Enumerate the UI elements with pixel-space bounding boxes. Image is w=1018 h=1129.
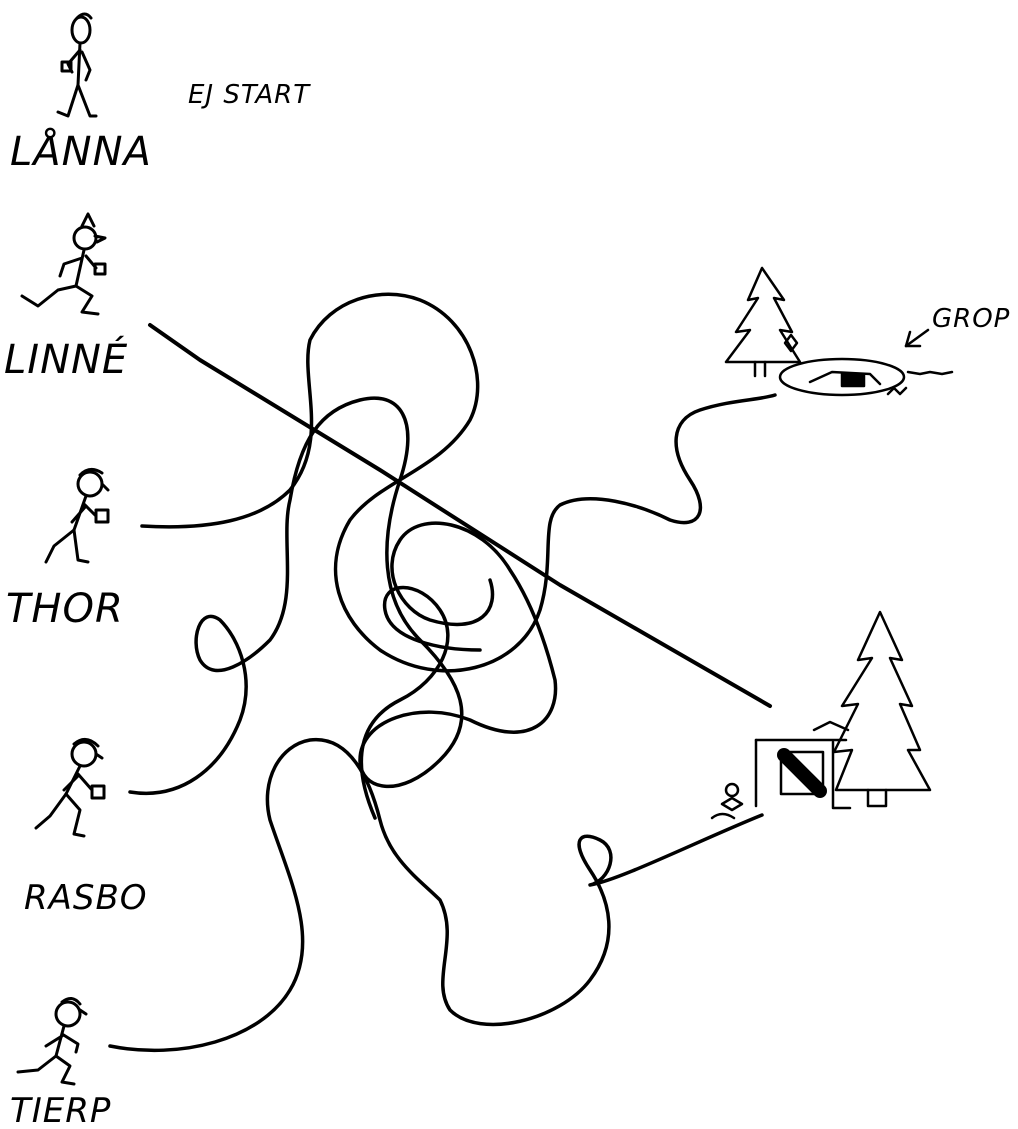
label-thor: THOR: [6, 586, 124, 632]
label-grop: GROP: [932, 304, 1010, 334]
cabin-icon: [756, 722, 850, 808]
small-figure-icon: [712, 784, 742, 818]
label-lanna: LÅNNA: [10, 127, 152, 175]
runner-rasbo-figure-icon: [36, 739, 104, 836]
runner-thor-figure-icon: [46, 469, 108, 562]
path-rasbo: [130, 398, 556, 793]
runner-tierp-figure-icon: [18, 998, 86, 1084]
label-rasbo: RASBO: [24, 878, 148, 918]
path-thor: [142, 294, 775, 671]
runner-linne-figure-icon: [22, 214, 105, 314]
label-tierp: TIERP: [10, 1091, 111, 1129]
spruce-tree-large-icon: [834, 612, 930, 806]
label-ej-start: EJ START: [188, 80, 311, 110]
runner-lanna-figure-icon: [58, 14, 96, 116]
path-tierp: [110, 740, 762, 1051]
pit-icon: [780, 335, 952, 395]
grop-arrow-icon: [906, 330, 928, 346]
label-linne: LINNÉ: [4, 335, 128, 383]
spruce-tree-small-icon: [726, 268, 800, 376]
